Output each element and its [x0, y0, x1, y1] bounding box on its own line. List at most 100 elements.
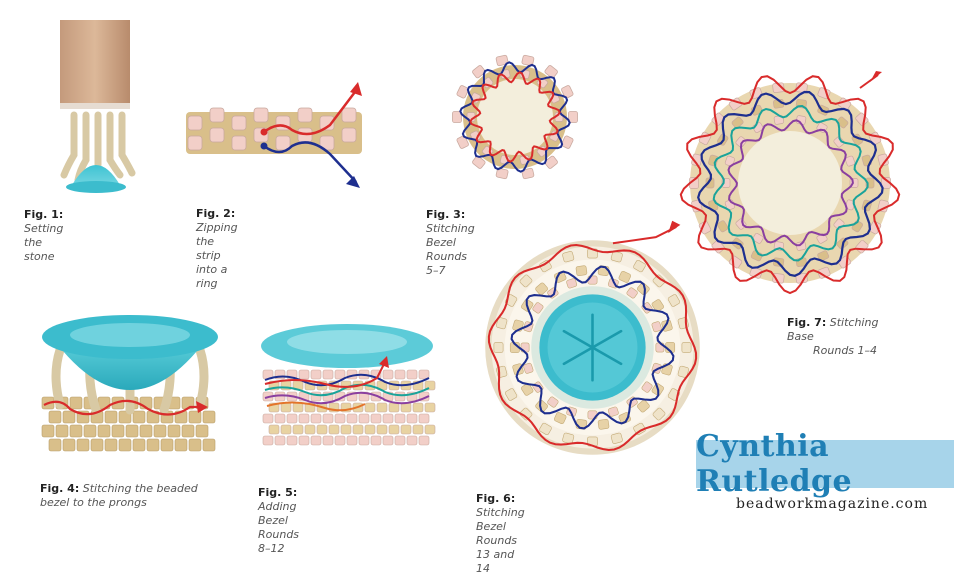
bead: [268, 424, 280, 435]
bead: [610, 432, 623, 444]
bead: [262, 413, 274, 424]
fig2-caption: Zipping the strip into a ring: [196, 221, 238, 290]
bead: [731, 116, 744, 129]
bead: [607, 406, 619, 417]
bead: [651, 299, 664, 312]
bead: [83, 424, 97, 438]
bead: [568, 111, 578, 123]
bead: [310, 413, 322, 424]
bead: [346, 435, 358, 446]
bead: [456, 85, 469, 99]
bead: [495, 167, 509, 180]
fig1-label: Fig. 1:: [24, 208, 64, 221]
bead: [322, 413, 334, 424]
bead: [298, 369, 310, 380]
fig1-drawing: [60, 20, 136, 193]
bead: [833, 136, 845, 148]
bead: [795, 241, 807, 251]
bead: [519, 407, 533, 421]
bead: [539, 259, 552, 273]
bead: [637, 399, 650, 413]
bead: [618, 270, 631, 283]
bead: [202, 410, 216, 424]
bead: [633, 422, 646, 436]
fig6-drawing: [485, 220, 700, 455]
bead: [316, 424, 328, 435]
bead: [562, 251, 575, 263]
bead: [76, 438, 90, 452]
bead: [62, 410, 76, 424]
bead: [334, 413, 346, 424]
bead: [717, 220, 729, 233]
fig2-label: Fig. 2:: [196, 207, 236, 220]
bead: [352, 424, 364, 435]
bead: [597, 419, 610, 430]
bead: [544, 155, 558, 169]
bead: [286, 413, 298, 424]
fig6-caption: Stitching Bezel Rounds 13 and 14: [476, 506, 525, 575]
bead: [532, 302, 544, 314]
fig4-caption: Stitching the beaded: [82, 482, 198, 495]
bead: [817, 250, 830, 262]
bead: [132, 438, 146, 452]
bead: [633, 259, 646, 273]
bead: [752, 233, 764, 244]
bead: [202, 438, 216, 452]
bead: [262, 435, 274, 446]
bead: [394, 369, 406, 380]
bead: [48, 410, 62, 424]
bead: [334, 435, 346, 446]
bead: [328, 424, 340, 435]
bead: [364, 402, 376, 413]
bead: [626, 287, 638, 299]
bead: [544, 65, 558, 79]
fig4-label: Fig. 4:: [40, 482, 80, 495]
bead: [167, 424, 181, 438]
bead: [554, 412, 567, 425]
bead: [62, 438, 76, 452]
fig3-label: Fig. 3:: [426, 208, 466, 221]
bead: [286, 435, 298, 446]
bead: [340, 424, 352, 435]
bead: [641, 381, 653, 393]
bead: [523, 362, 534, 374]
bead: [188, 438, 202, 452]
bead: [322, 369, 334, 380]
bead: [677, 365, 689, 378]
bead: [69, 424, 83, 438]
bead: [735, 136, 747, 148]
bead: [292, 424, 304, 435]
bead: [424, 424, 436, 435]
bead: [400, 402, 412, 413]
bead: [472, 65, 486, 79]
bead: [55, 424, 69, 438]
bead: [111, 424, 125, 438]
bead: [358, 435, 370, 446]
bead: [322, 435, 334, 446]
bead: [292, 402, 304, 413]
bead: [139, 424, 153, 438]
bead: [495, 54, 509, 67]
bead: [547, 396, 559, 408]
bead: [48, 438, 62, 452]
fig5-drawing: [261, 324, 436, 446]
fig7-label: Fig. 7:: [787, 316, 827, 329]
bead: [566, 278, 578, 289]
bead: [394, 391, 406, 402]
bead: [651, 321, 662, 333]
bead: [97, 424, 111, 438]
bead: [561, 135, 574, 149]
bead: [610, 251, 623, 263]
bead: [280, 402, 292, 413]
bead: [575, 265, 588, 276]
bead: [358, 413, 370, 424]
bead: [400, 424, 412, 435]
fig6-label: Fig. 6:: [476, 492, 516, 505]
bead: [370, 435, 382, 446]
bead: [418, 369, 430, 380]
fig7-caption-line2: Rounds 1–4: [813, 344, 878, 357]
bead: [298, 435, 310, 446]
bead: [174, 438, 188, 452]
bead: [388, 402, 400, 413]
bead: [521, 167, 535, 180]
